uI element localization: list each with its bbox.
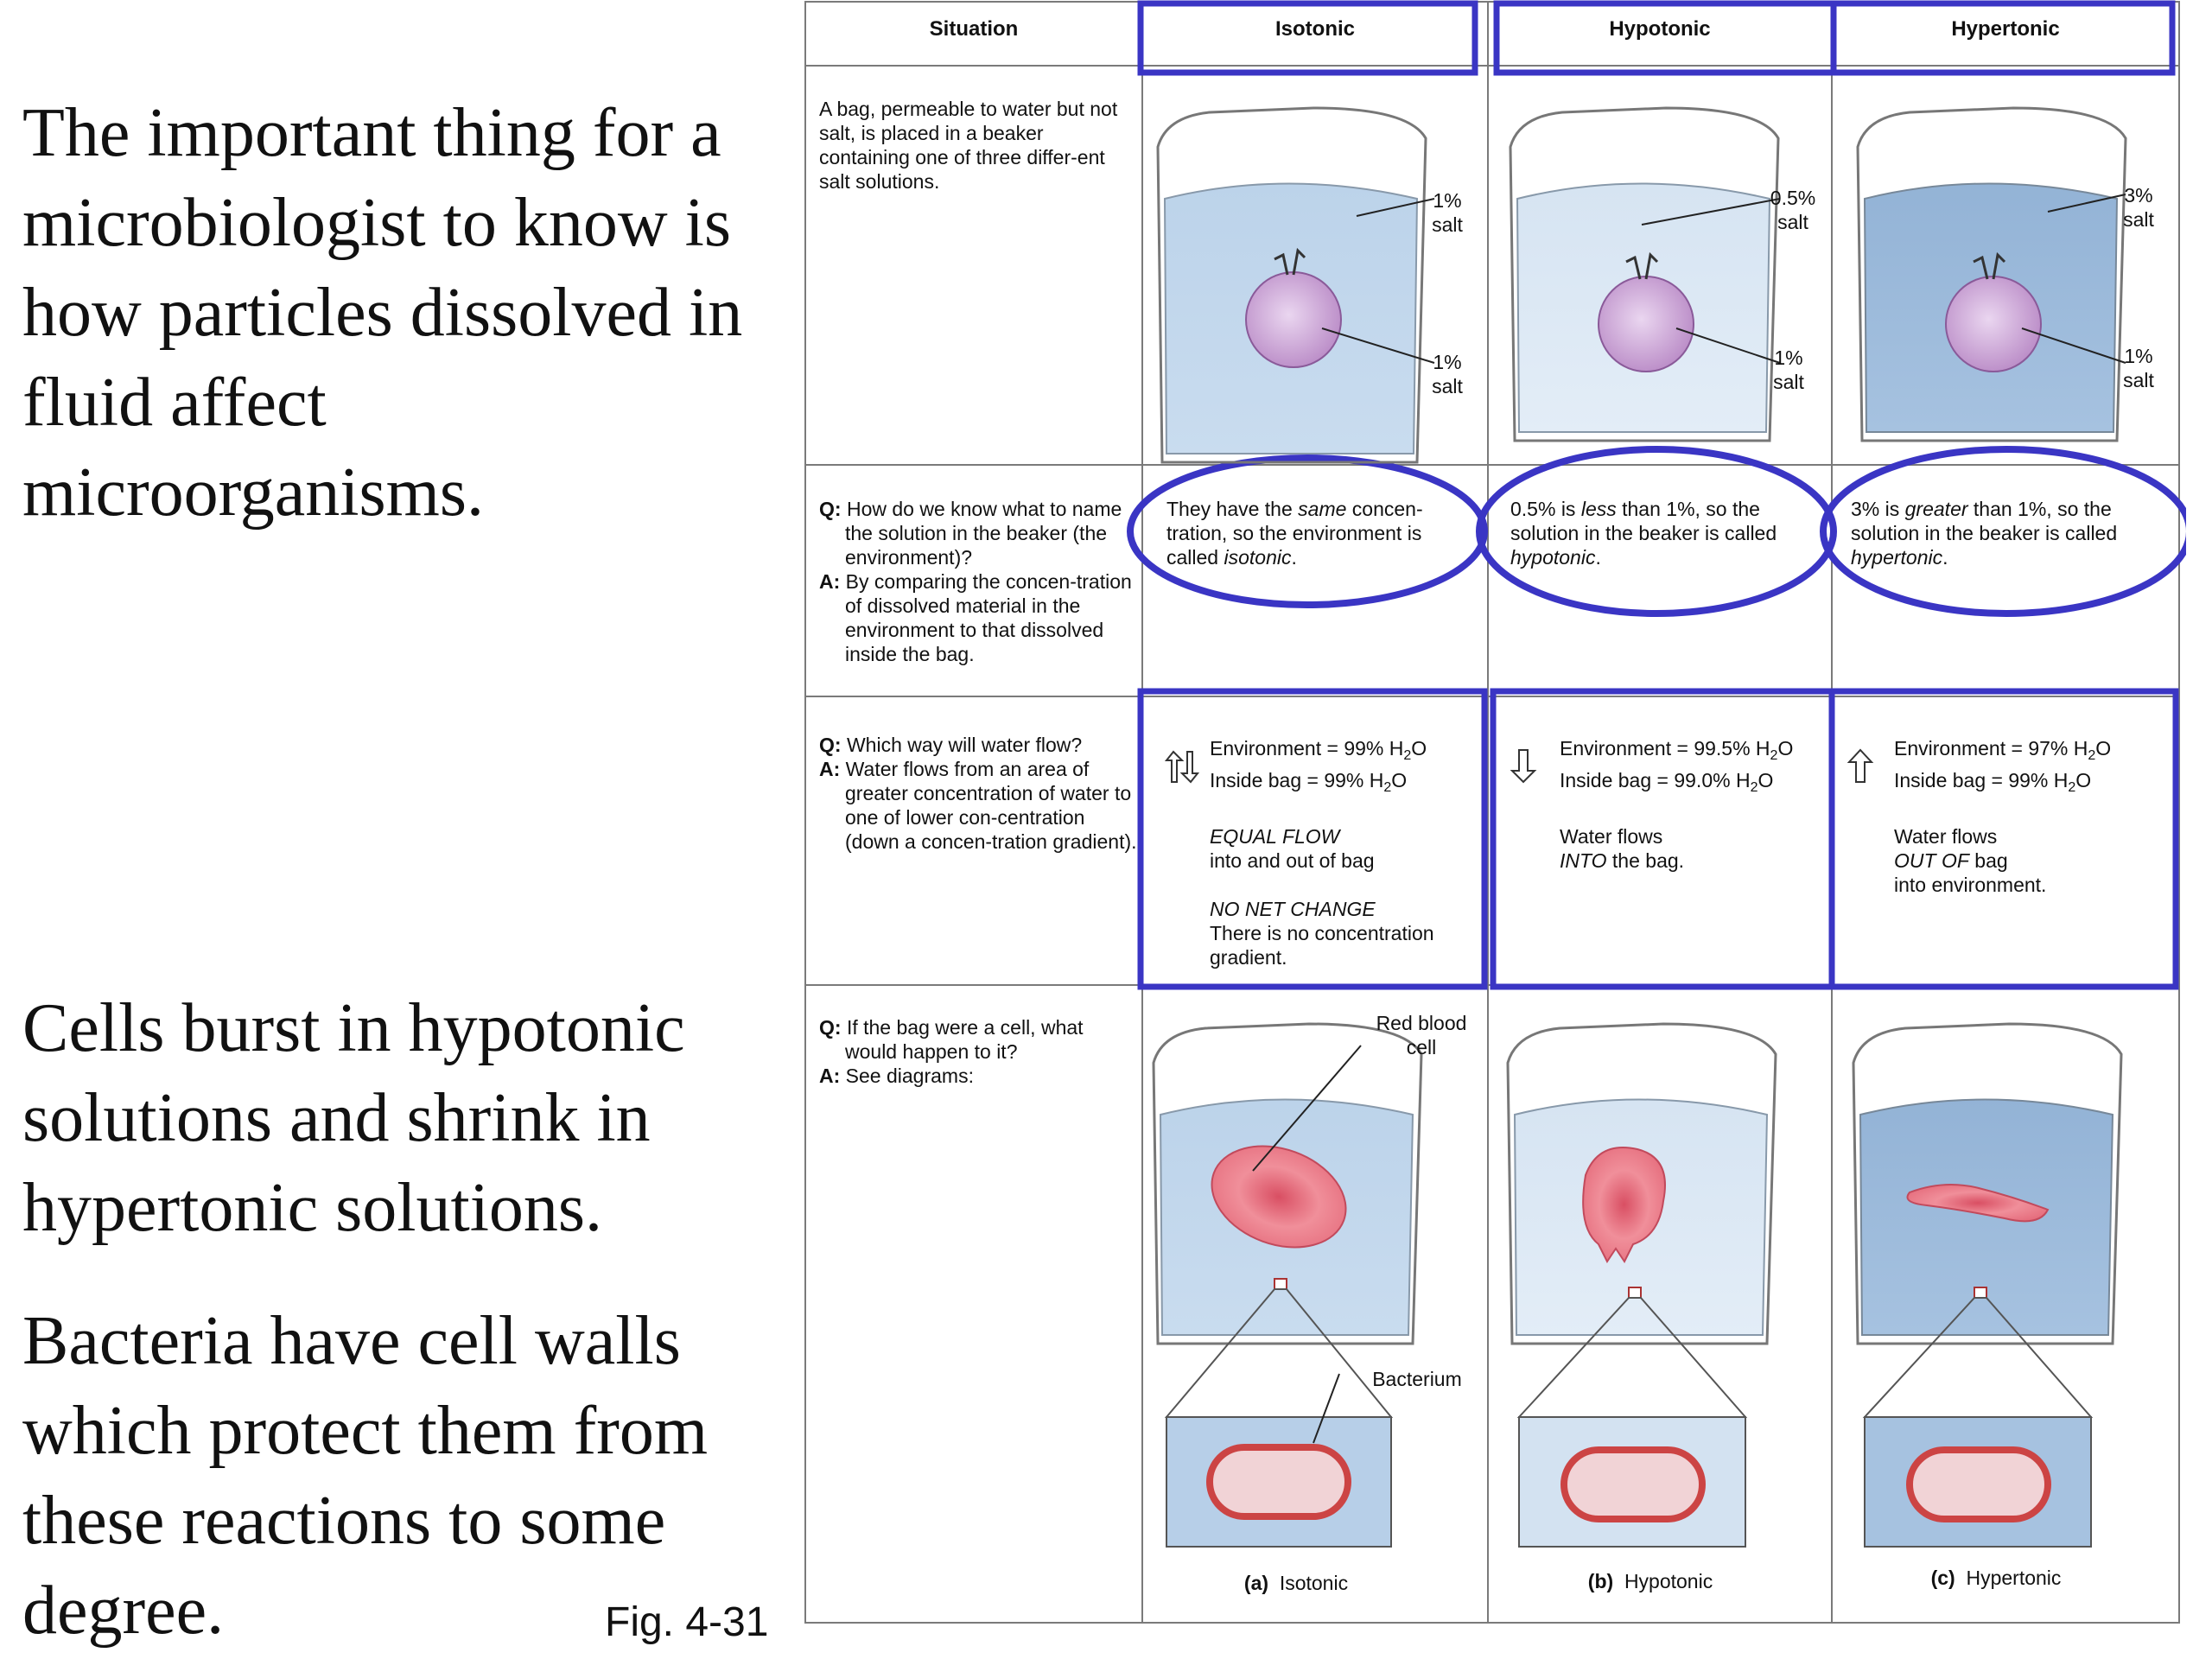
outside-concentration-hyper: 3%salt <box>2123 184 2154 231</box>
beaker-isotonic <box>1156 106 1435 464</box>
hypertonic-flow: Environment = 97% H2O Inside bag = 99% H… <box>1894 737 2112 896</box>
caption-isotonic: (a) Isotonic <box>1243 1572 1349 1594</box>
cell-question: Q: If the bag were a cell, what would ha… <box>819 1016 1084 1087</box>
caption-hypotonic: (b) Hypotonic <box>1587 1570 1713 1592</box>
figure-label: Fig. 4-31 <box>605 1599 769 1645</box>
caption-hypertonic: (c) Hypertonic <box>1930 1567 2062 1589</box>
header-hypotonic: Hypotonic <box>1609 17 1711 41</box>
burst-paragraph: Cells burst in hypotonic solutions and s… <box>22 990 685 1246</box>
inside-concentration-hyper: 1%salt <box>2123 345 2154 391</box>
outside-concentration-iso: 1%salt <box>1432 189 1463 236</box>
naming-question: Q: How do we know what to name the solut… <box>819 498 1132 665</box>
inside-concentration-hypo: 1%salt <box>1773 346 1804 393</box>
header-hypertonic: Hypertonic <box>1951 17 2060 41</box>
figure-graphics <box>804 0 2186 1624</box>
bacterium-label: Bacterium <box>1372 1368 1462 1390</box>
answer-ellipses <box>1127 446 2186 617</box>
outside-concentration-hypo: 0.5%salt <box>1770 187 1816 233</box>
hypotonic-explanation: 0.5% is less than 1%, so the solution in… <box>1510 498 1777 569</box>
equal-flow-arrow-icon <box>1164 750 1185 783</box>
hypertonic-explanation: 3% is greater than 1%, so the solution i… <box>1851 498 2118 569</box>
flow-arrows <box>1164 748 1874 784</box>
flow-question: Q: Which way will water flow? A: Water f… <box>819 734 1137 853</box>
bacteria-paragraph: Bacteria have cell walls which protect t… <box>22 1303 709 1649</box>
rbc-beaker-hypertonic <box>1852 1022 2123 1548</box>
osmosis-figure: Situation Isotonic Hypotonic Hypertonic … <box>804 0 2186 1624</box>
beaker-hypotonic <box>1509 106 1781 442</box>
header-situation: Situation <box>929 17 1019 41</box>
beaker-hypertonic <box>1856 106 2127 442</box>
inside-concentration-iso: 1%salt <box>1432 351 1463 397</box>
rbc-beaker-isotonic <box>1152 1022 1423 1548</box>
flow-highlights <box>1137 688 2179 990</box>
header-highlights <box>1137 0 2176 76</box>
isotonic-explanation: They have the same concen-tration, so th… <box>1166 498 1423 569</box>
hypotonic-flow: Environment = 99.5% H2O Inside bag = 99.… <box>1560 737 1794 872</box>
rbc-beaker-hypotonic <box>1506 1022 1777 1548</box>
intro-paragraph: The important thing for a microbiologist… <box>22 95 743 531</box>
situation-description: A bag, permeable to water but not salt, … <box>819 98 1118 193</box>
outflow-arrow-icon <box>1847 748 1874 783</box>
isotonic-flow: Environment = 99% H2O Inside bag = 99% H… <box>1210 737 1434 969</box>
header-isotonic: Isotonic <box>1274 17 1355 41</box>
inflow-arrow-icon <box>1510 749 1537 784</box>
red-blood-cell-label: Red blood cell <box>1376 1012 1467 1058</box>
